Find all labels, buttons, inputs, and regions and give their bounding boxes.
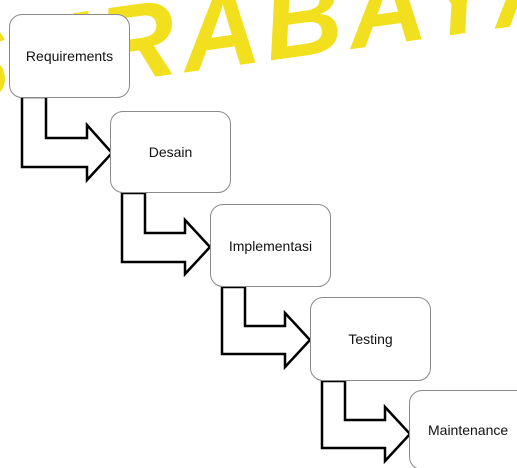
step-implementasi: Implementasi: [210, 204, 331, 287]
flow-arrow-4: [320, 379, 412, 465]
step-testing: Testing: [310, 297, 431, 381]
step-desain: Desain: [110, 111, 231, 193]
step-label-testing: Testing: [348, 331, 393, 347]
step-maintenance: Maintenance: [409, 390, 517, 468]
step-label-requirements: Requirements: [25, 48, 114, 64]
step-requirements: Requirements: [9, 14, 130, 98]
flow-arrow-2: [120, 191, 212, 278]
step-label-implementasi: Implementasi: [228, 237, 313, 254]
step-label-maintenance: Maintenance: [428, 422, 509, 438]
step-label-desain: Desain: [148, 144, 193, 160]
flow-arrow-3: [220, 285, 312, 371]
